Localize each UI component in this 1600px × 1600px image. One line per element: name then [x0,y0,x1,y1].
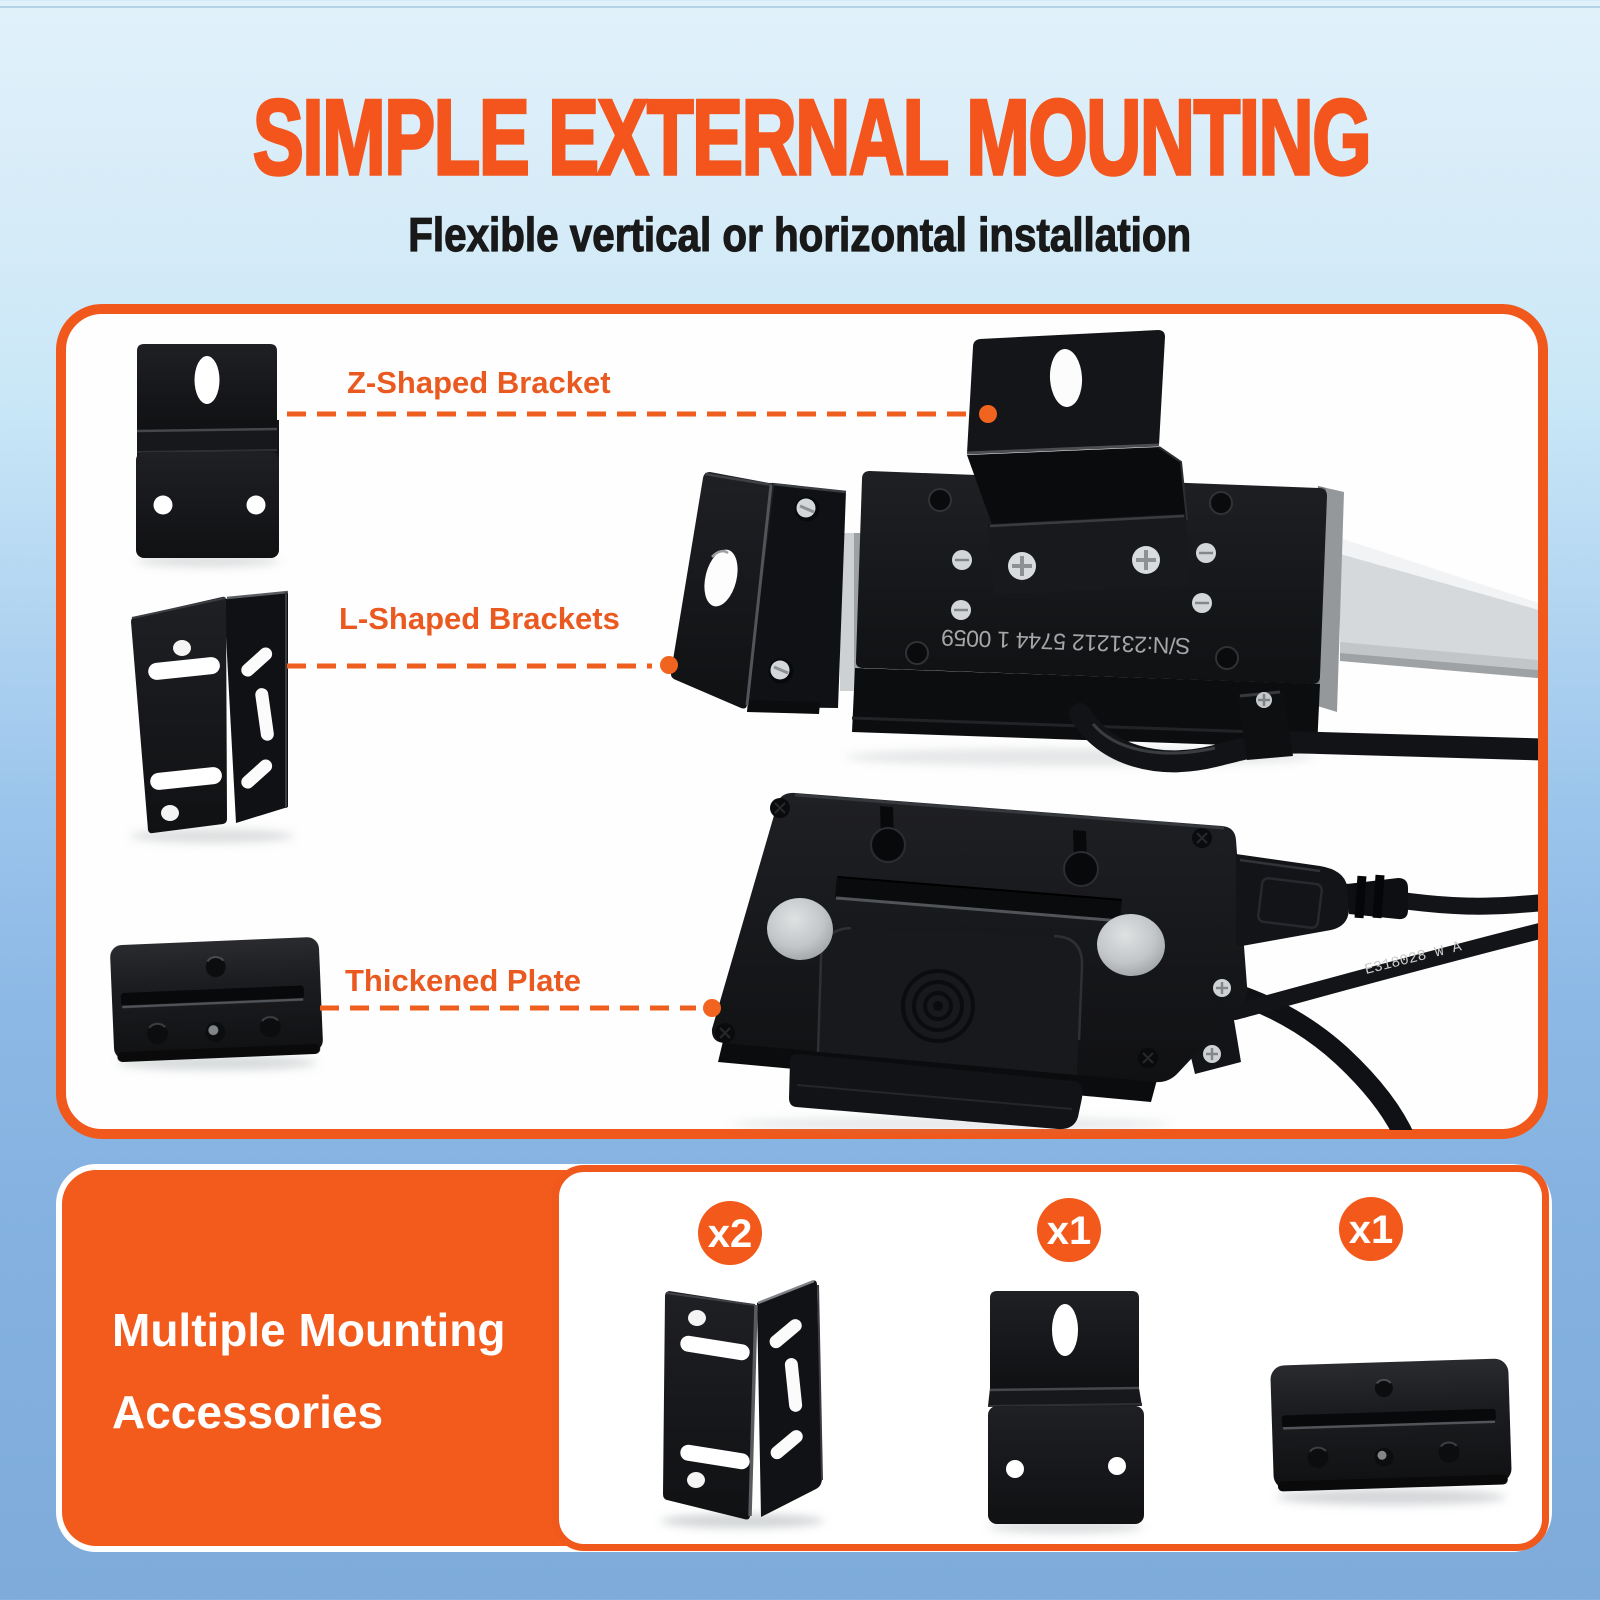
svg-text:E318028 W A: E318028 W A [1363,938,1463,978]
svg-text:x1: x1 [1047,1209,1092,1253]
svg-text:x2: x2 [708,1212,753,1256]
svg-text:x1: x1 [1349,1208,1394,1252]
